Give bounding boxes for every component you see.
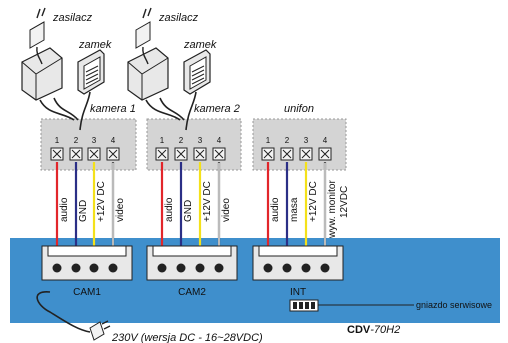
pin-number: 2 xyxy=(74,136,79,145)
zamek-label-2: zamek xyxy=(183,39,217,51)
cable-to-terminal xyxy=(39,91,91,131)
pin-number: 3 xyxy=(92,136,97,145)
cable-to-terminal xyxy=(145,91,197,131)
plug-icon xyxy=(89,320,111,341)
signal-label: audio xyxy=(164,197,175,222)
mains-voltage-label: 230V (wersja DC - 16~28VDC) xyxy=(111,332,263,343)
signal-label: GND xyxy=(183,200,194,222)
zasilacz-label-1: zasilacz xyxy=(52,12,93,24)
pin-number: 1 xyxy=(160,136,165,145)
connector-slot xyxy=(47,245,127,257)
door-lock-icon xyxy=(77,49,105,95)
pin-number: 4 xyxy=(323,136,328,145)
pin-number: 1 xyxy=(55,136,60,145)
connector-label: CAM1 xyxy=(73,287,101,298)
pin-number: 1 xyxy=(266,136,271,145)
block-title-unifon: unifon xyxy=(284,103,314,115)
signal-label: +12V DC xyxy=(308,181,319,222)
pin-number: 4 xyxy=(111,136,116,145)
signal-label: video xyxy=(115,198,126,222)
connector-pins xyxy=(52,263,330,273)
door-lock-icon xyxy=(183,49,211,95)
connector-slot xyxy=(152,245,232,257)
terminal-box-kamera2 xyxy=(146,118,242,171)
power-adapter-icon xyxy=(21,7,63,101)
connector-label: CAM2 xyxy=(178,287,206,298)
terminal-box-unifon xyxy=(252,118,347,171)
signal-label: +12V DC xyxy=(202,181,213,222)
signal-label: wyw. monitor xyxy=(327,180,338,239)
signal-label: audio xyxy=(270,197,281,222)
connector-label: INT xyxy=(290,287,306,298)
pin-number: 3 xyxy=(304,136,309,145)
zasilacz-label-2: zasilacz xyxy=(158,12,199,24)
adapter-cable xyxy=(36,46,43,65)
model-suffix: -70H2 xyxy=(370,324,400,336)
screw-terminals xyxy=(50,147,332,161)
mains-cable xyxy=(36,291,91,333)
signal-label: video xyxy=(221,198,232,222)
service-socket-pins xyxy=(293,302,315,309)
adapter-cable xyxy=(142,46,149,65)
pin-number: 2 xyxy=(285,136,290,145)
block-title-kamera2: kamera 2 xyxy=(194,103,240,115)
pin-number: 3 xyxy=(198,136,203,145)
zamek-label-1: zamek xyxy=(78,39,112,51)
pin-number: 2 xyxy=(179,136,184,145)
model-prefix: CDV xyxy=(347,324,371,336)
connector-slot xyxy=(258,245,338,257)
pin-number: 4 xyxy=(217,136,222,145)
signal-label: 12VDC xyxy=(339,186,350,218)
signal-label: GND xyxy=(78,200,89,222)
service-socket-label: gniazdo serwisowe xyxy=(416,300,492,310)
signal-label: masa xyxy=(289,197,300,222)
terminal-box-kamera1 xyxy=(40,118,137,171)
signal-label: +12V DC xyxy=(96,181,107,222)
signal-label: audio xyxy=(59,197,70,222)
model-label: CDV-70H2 xyxy=(347,324,400,336)
power-adapter-icon xyxy=(127,7,169,101)
block-title-kamera1: kamera 1 xyxy=(90,103,136,115)
